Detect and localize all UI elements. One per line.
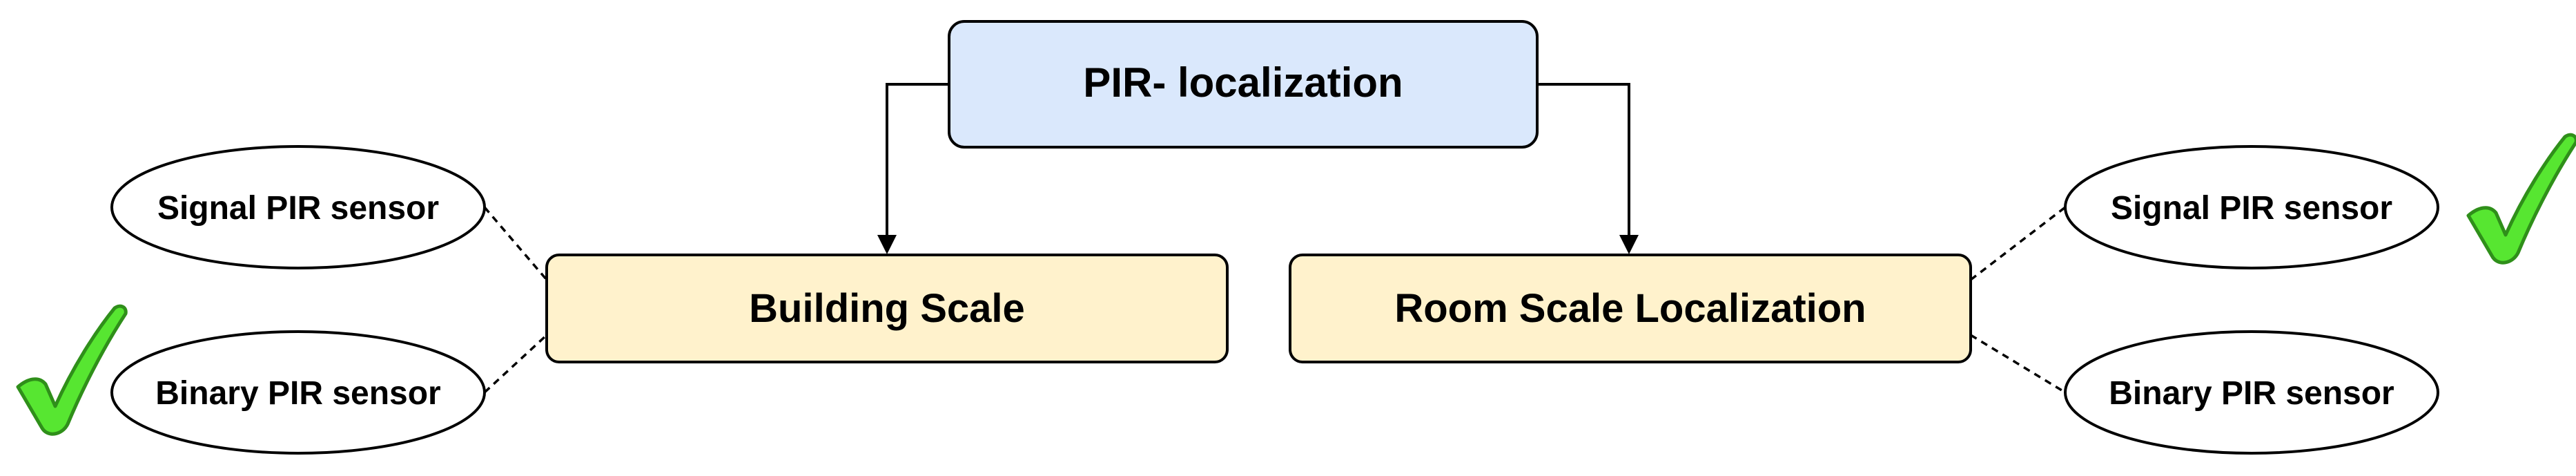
arrow-root-to-building (886, 83, 949, 245)
arrow-head-room (1619, 235, 1639, 254)
room-binary-sensor-ellipse (2064, 330, 2439, 455)
dashed-link-building-binary (483, 334, 548, 394)
arrow-root-to-room (1537, 83, 1630, 245)
room-scale-node: Room Scale Localization (1289, 254, 1972, 363)
root-node: PIR- localization (948, 20, 1539, 149)
building-scale-node: Building Scale (545, 254, 1229, 363)
root-node-label: PIR- localization (1083, 59, 1403, 106)
dashed-link-room-signal (1969, 206, 2067, 281)
room-signal-sensor-ellipse (2064, 145, 2439, 269)
building-signal-sensor: Signal PIR sensor (110, 145, 486, 269)
building-signal-sensor-ellipse (110, 145, 486, 269)
room-binary-sensor: Binary PIR sensor (2064, 330, 2439, 455)
dashed-link-room-binary (1970, 334, 2066, 394)
root-node-box (948, 20, 1539, 149)
building-binary-sensor-ellipse (110, 330, 486, 455)
dashed-link-building-signal (483, 206, 548, 281)
room-signal-sensor-label: Signal PIR sensor (2111, 190, 2392, 227)
checkmark-icon-shape (2466, 133, 2576, 265)
room-signal-sensor: Signal PIR sensor (2064, 145, 2439, 269)
building-signal-sensor-label: Signal PIR sensor (157, 190, 439, 227)
room-binary-sensor-label: Binary PIR sensor (2109, 375, 2394, 412)
room-scale-label: Room Scale Localization (1394, 286, 1866, 331)
building-scale-box (545, 254, 1229, 363)
arrow-head-building (877, 235, 897, 254)
building-binary-sensor: Binary PIR sensor (110, 330, 486, 455)
building-binary-sensor-label: Binary PIR sensor (155, 375, 440, 412)
checkmark-icon-shape (16, 304, 128, 436)
checkmark-icon (2466, 133, 2576, 265)
checkmark-icon (16, 304, 128, 436)
building-scale-label: Building Scale (749, 286, 1025, 331)
room-scale-box (1289, 254, 1972, 363)
